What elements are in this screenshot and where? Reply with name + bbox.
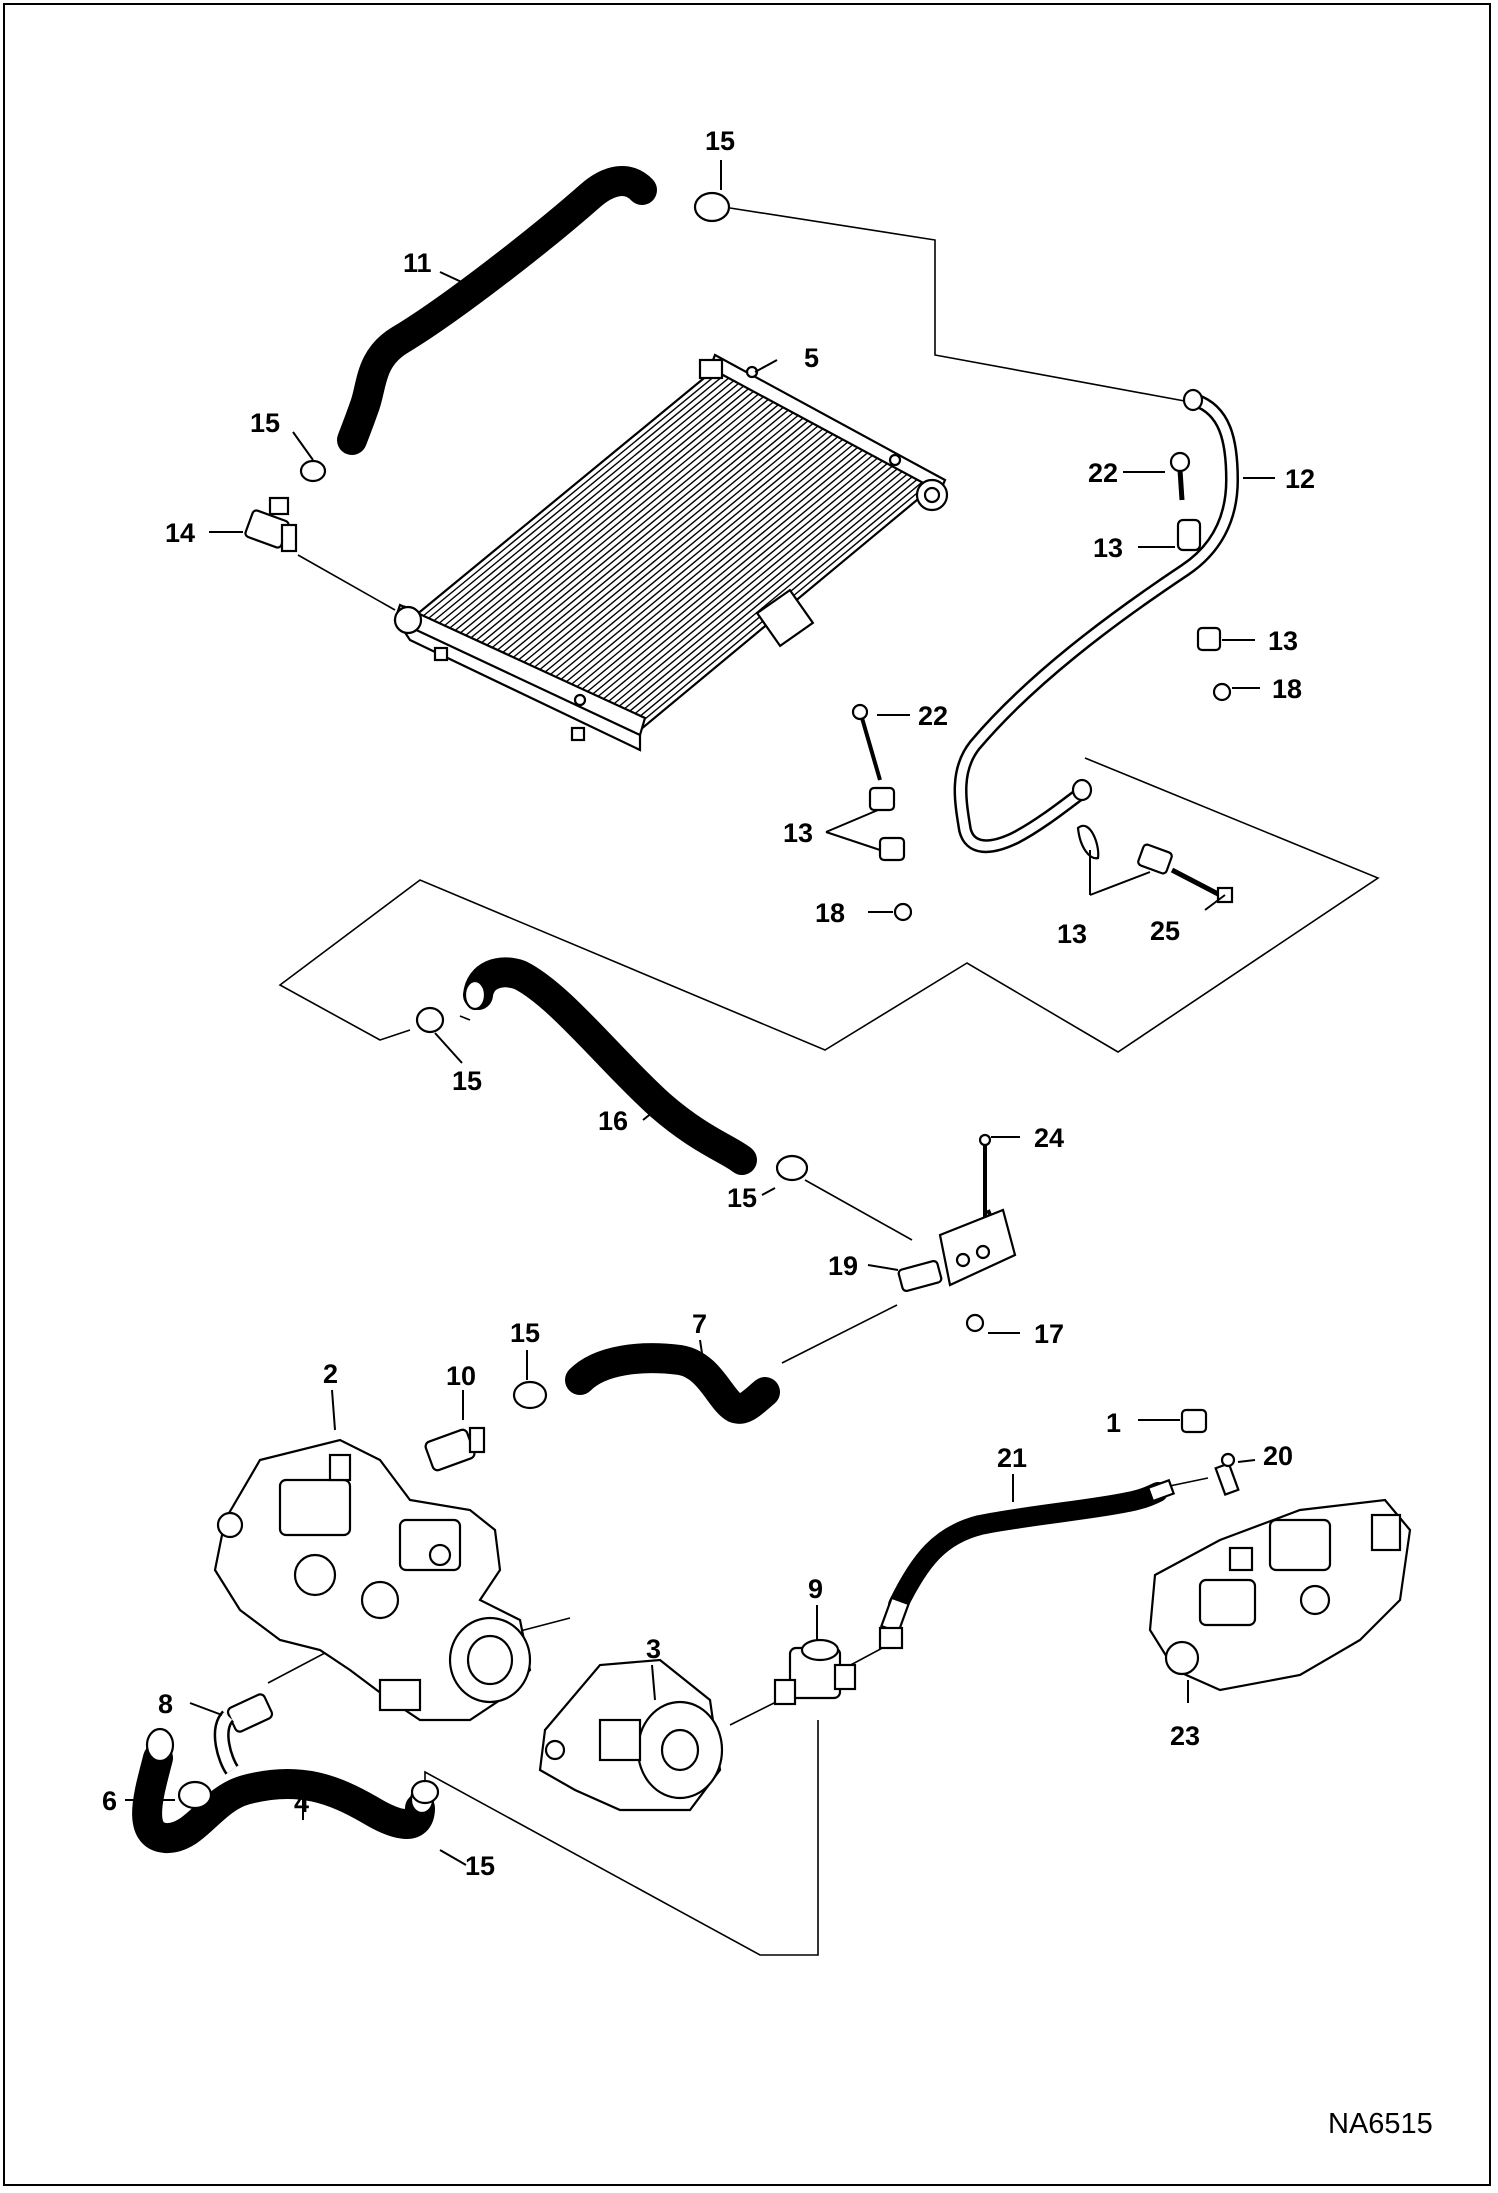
radiator-fin xyxy=(540,432,843,684)
callout-10: 10 xyxy=(446,1361,476,1391)
callout-8: 8 xyxy=(158,1689,173,1719)
callout-19: 19 xyxy=(828,1251,858,1281)
callout-15: 15 xyxy=(452,1066,482,1096)
leader-lines xyxy=(125,160,1275,1866)
radiator-fin xyxy=(420,369,731,626)
radiator-fin xyxy=(482,402,789,656)
radiator-fin xyxy=(446,383,755,639)
radiator-fin xyxy=(467,394,775,649)
valve-23 xyxy=(1148,1498,1412,1692)
callout-14: 14 xyxy=(165,518,195,548)
radiator-fin xyxy=(435,378,745,634)
callout-6: 6 xyxy=(102,1786,117,1816)
callout-13: 13 xyxy=(1268,626,1298,656)
callout-18: 18 xyxy=(1272,674,1302,704)
radiator-fin xyxy=(571,449,872,699)
radiator-fin xyxy=(582,454,882,704)
manifold-19 xyxy=(897,1133,1017,1333)
radiator-fin xyxy=(487,405,794,659)
radiator-fin xyxy=(430,375,740,631)
drawing-frame xyxy=(3,3,1491,2186)
callout-15: 15 xyxy=(705,126,735,156)
callout-15: 15 xyxy=(510,1318,540,1348)
radiator-fin xyxy=(618,473,916,721)
callout-13: 13 xyxy=(783,818,813,848)
hose-21 xyxy=(878,1478,1176,1650)
hose-7 xyxy=(565,1343,780,1424)
callout-2: 2 xyxy=(323,1359,338,1389)
tee-fitting-9 xyxy=(773,1638,857,1706)
radiator-fin xyxy=(613,470,912,719)
radiator-fin xyxy=(535,429,838,681)
fitting-8 xyxy=(213,1693,274,1775)
drawing-code: NA6515 xyxy=(1328,2108,1433,2140)
callout-21: 21 xyxy=(997,1443,1027,1473)
radiator-fin xyxy=(623,476,921,724)
callout-22: 22 xyxy=(918,701,948,731)
pump-2 xyxy=(213,1438,532,1722)
radiator-fin xyxy=(451,386,760,641)
radiator-fin xyxy=(566,446,868,696)
radiator-fin xyxy=(461,391,770,646)
radiator-fin xyxy=(555,440,858,691)
radiator-fin xyxy=(597,462,897,711)
callout-25: 25 xyxy=(1150,916,1180,946)
radiator-fin xyxy=(493,408,799,661)
radiator-fin xyxy=(472,397,780,651)
callout-22: 22 xyxy=(1088,458,1118,488)
callout-17: 17 xyxy=(1034,1319,1064,1349)
radiator-fin xyxy=(545,435,848,686)
fitting-20 xyxy=(1214,1452,1240,1496)
radiator-fin xyxy=(514,419,819,671)
radiator-fin xyxy=(508,416,814,669)
callout-1: 1 xyxy=(1106,1408,1121,1438)
callout-16: 16 xyxy=(598,1106,628,1136)
callout-12: 12 xyxy=(1285,464,1315,494)
callout-11: 11 xyxy=(403,248,432,278)
radiator-fin xyxy=(608,468,907,716)
callout-13: 13 xyxy=(1057,919,1087,949)
radiator-fin xyxy=(498,410,804,664)
callout-15: 15 xyxy=(465,1851,495,1881)
callout-9: 9 xyxy=(808,1574,823,1604)
callout-15: 15 xyxy=(250,408,280,438)
callout-18: 18 xyxy=(815,898,845,928)
radiator-fin xyxy=(576,451,877,701)
fitting-10 xyxy=(424,1426,486,1472)
callout-3: 3 xyxy=(646,1634,661,1664)
radiator-fin xyxy=(503,413,809,666)
hose-clamps xyxy=(177,191,809,1810)
cap-1 xyxy=(1180,1408,1208,1434)
pump-3 xyxy=(538,1658,724,1812)
callout-15: 15 xyxy=(727,1183,757,1213)
radiator-fin xyxy=(414,367,726,624)
callout-4: 4 xyxy=(294,1788,309,1818)
callout-5: 5 xyxy=(804,343,819,373)
radiator-fin xyxy=(477,399,784,654)
radiator-fin xyxy=(456,389,765,644)
radiator-fin xyxy=(587,457,887,706)
fitting-14 xyxy=(244,496,298,553)
radiator-5 xyxy=(393,353,949,752)
radiator-fin xyxy=(602,465,902,714)
radiator-fin xyxy=(561,443,863,694)
radiator-fin xyxy=(524,424,828,676)
radiator-fin xyxy=(440,380,750,636)
callout-labels: 15 11 5 15 14 12 22 13 13 18 22 13 18 13… xyxy=(102,126,1433,2140)
radiator-fin xyxy=(550,438,853,689)
radiator-fin xyxy=(425,372,736,629)
callout-23: 23 xyxy=(1170,1721,1200,1751)
radiator-fin xyxy=(529,427,833,679)
hose-16 xyxy=(463,957,757,1175)
radiator-fin xyxy=(519,421,824,674)
callout-20: 20 xyxy=(1263,1441,1293,1471)
hose-11 xyxy=(337,166,657,455)
tube-12 xyxy=(953,388,1239,854)
callout-7: 7 xyxy=(692,1309,707,1339)
radiator-fin xyxy=(592,459,892,709)
callout-24: 24 xyxy=(1034,1123,1064,1153)
callout-13: 13 xyxy=(1093,533,1123,563)
